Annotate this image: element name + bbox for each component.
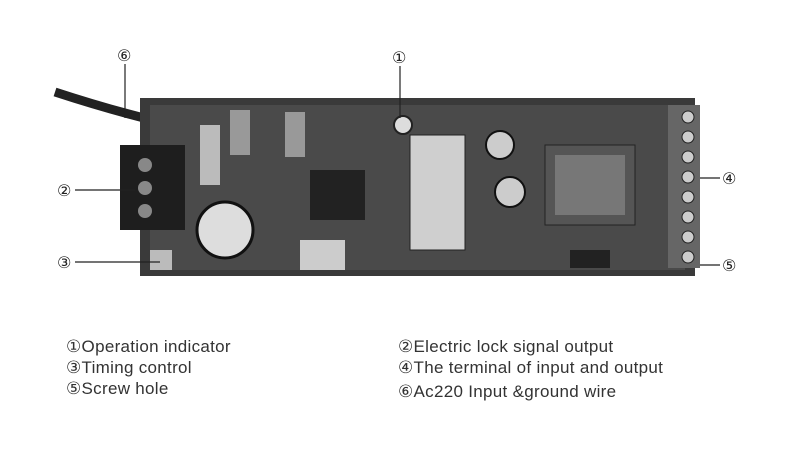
legend-item: ⑥Ac220 Input &ground wire bbox=[398, 382, 617, 401]
legend-item: ③Timing control bbox=[66, 358, 192, 377]
legend-item: ①Operation indicator bbox=[66, 337, 231, 356]
operation-led bbox=[393, 115, 413, 135]
legend-item: ④The terminal of input and output bbox=[398, 358, 664, 377]
callout-3: ③ bbox=[57, 253, 71, 272]
legend-right: ②Electric lock signal output ④The termin… bbox=[398, 336, 663, 402]
callout-5: ⑤ bbox=[722, 256, 736, 275]
callout-4: ④ bbox=[722, 169, 736, 188]
timing-control bbox=[150, 250, 172, 270]
legend-item: ②Electric lock signal output bbox=[398, 337, 614, 356]
lock-output-terminal bbox=[120, 145, 185, 230]
legend-left: ①Operation indicator ③Timing control ⑤Sc… bbox=[66, 336, 231, 399]
capacitor bbox=[195, 200, 255, 260]
transformer bbox=[409, 134, 466, 251]
io-terminal-block bbox=[668, 105, 700, 268]
pcb-diagram: ⑥ ① ② ③ ④ ⑤ bbox=[53, 46, 736, 276]
ic-chip bbox=[310, 170, 365, 220]
callout-1: ① bbox=[392, 48, 406, 67]
callout-6: ⑥ bbox=[117, 46, 131, 65]
callout-2: ② bbox=[57, 181, 71, 200]
legend-item: ⑤Screw hole bbox=[66, 379, 169, 398]
